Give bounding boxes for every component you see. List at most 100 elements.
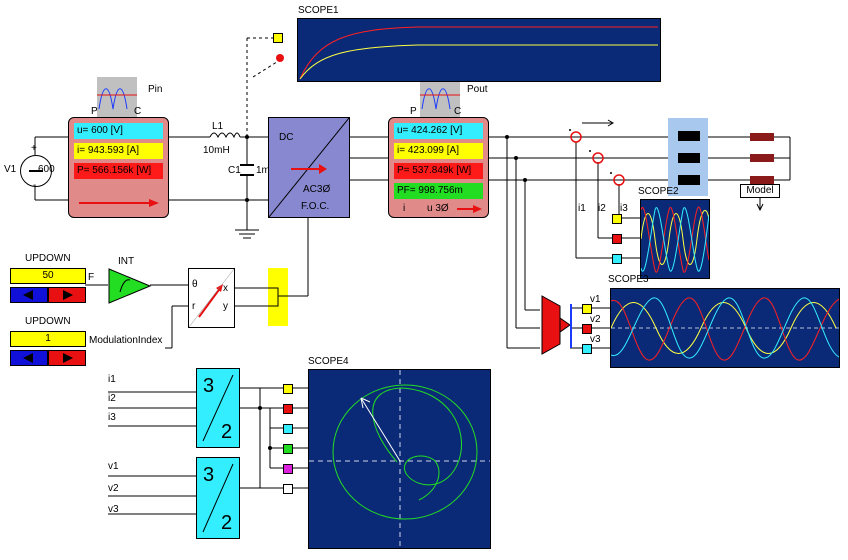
scope4-display[interactable] <box>308 369 491 549</box>
source-name: V1 <box>4 164 17 175</box>
scope3-display[interactable] <box>610 288 840 368</box>
pin-label: Pin <box>148 84 163 95</box>
inverter-block[interactable]: DC AC3Ø F.O.C. <box>268 117 350 218</box>
resistor-1 <box>750 133 774 141</box>
scope3-v1-label: v1 <box>590 294 601 305</box>
pout-footer-i: i <box>403 203 406 214</box>
arrow-left-icon <box>23 353 33 363</box>
updown2-output: ModulationIndex <box>89 335 163 346</box>
updown1-decrease-button[interactable] <box>10 287 48 303</box>
pout-voltage: u= 424.262 [V] <box>394 123 483 139</box>
inverter-foc: F.O.C. <box>301 201 330 212</box>
updown1-increase-button[interactable] <box>48 287 86 303</box>
probe-label-i2: i2 <box>598 203 606 214</box>
inductor-coil <box>209 132 241 139</box>
scope2-probe-i1[interactable] <box>612 214 622 224</box>
voltage-transform-block[interactable]: 3 2 <box>196 457 240 539</box>
scope3-probe-v3[interactable] <box>582 344 592 354</box>
transform-in-v2: v2 <box>108 483 119 494</box>
scope4-probe-4[interactable] <box>283 444 293 454</box>
current-transform-num: 3 <box>203 375 215 397</box>
scope2-probe-i2[interactable] <box>612 234 622 244</box>
signal-mux[interactable] <box>268 268 288 326</box>
voltage-transform-den: 2 <box>221 512 233 534</box>
resistor-3 <box>750 176 774 184</box>
updown2-decrease-button[interactable] <box>10 350 48 366</box>
scope4-title: SCOPE4 <box>308 356 349 367</box>
scope1-display[interactable] <box>297 18 661 82</box>
source-plus: + <box>31 143 37 154</box>
inverter-ac: AC3Ø <box>303 184 331 195</box>
voltage-source[interactable] <box>20 155 52 187</box>
pout-pf: PF= 998.756m <box>394 183 483 199</box>
pout-footer-u: u 3Ø <box>427 203 449 214</box>
pin-current: i= 943.593 [A] <box>74 143 163 159</box>
source-minus: - <box>33 180 37 191</box>
pout-p-small: P <box>410 106 417 117</box>
pout-c-small: C <box>454 106 462 117</box>
scope1-probe[interactable] <box>273 33 283 43</box>
polar-theta: θ <box>192 279 198 290</box>
pout-scope-icon[interactable] <box>420 77 460 117</box>
pout-power: P= 537.849k [W] <box>394 163 483 179</box>
scope4-probe-2[interactable] <box>283 404 293 414</box>
inductor-name: L1 <box>212 121 224 132</box>
scope1-title: SCOPE1 <box>298 5 339 16</box>
scope3-title: SCOPE3 <box>608 274 649 285</box>
transform-in-v3: v3 <box>108 504 119 515</box>
transform-in-i3: i3 <box>108 412 116 423</box>
model-button[interactable]: Model <box>740 184 780 198</box>
load-block[interactable] <box>668 118 708 196</box>
capacitor-value: 1mF <box>256 165 276 176</box>
inverter-dc: DC <box>279 132 294 143</box>
transform-in-i2: i2 <box>108 393 116 404</box>
pout-label: Pout <box>467 84 488 95</box>
pin-p-small: P <box>91 106 98 117</box>
updown1-title: UPDOWN <box>25 253 71 264</box>
polar-x: x <box>223 283 228 294</box>
scope2-probe-i3[interactable] <box>612 254 622 264</box>
scope4-probe-6[interactable] <box>283 484 293 494</box>
measurement-dot <box>276 54 284 62</box>
integrator-label: INT <box>118 256 135 267</box>
arrow-right-icon <box>63 290 73 300</box>
polar-converter[interactable]: θ r x y <box>188 268 235 328</box>
pin-voltage: u= 600 [V] <box>74 123 163 139</box>
pin-meter[interactable]: u= 600 [V] i= 943.593 [A] P= 566.156k [W… <box>68 117 169 218</box>
current-transform-den: 2 <box>221 421 233 443</box>
polar-y: y <box>223 301 228 312</box>
voltage-meter-icon[interactable] <box>538 294 574 356</box>
pout-arrow-icon <box>457 205 482 213</box>
capacitor-name: C1 <box>228 165 241 176</box>
updown1-output: F <box>88 272 95 283</box>
transform-in-i1: i1 <box>108 374 116 385</box>
scope2-title: SCOPE2 <box>638 186 679 197</box>
scope3-probe-v2[interactable] <box>582 324 592 334</box>
probe-label-i1: i1 <box>578 203 586 214</box>
scope4-probe-3[interactable] <box>283 424 293 434</box>
pin-power: P= 566.156k [W] <box>74 163 163 179</box>
transform-in-v1: v1 <box>108 461 119 472</box>
source-value: 600 <box>38 164 55 175</box>
resistor-2 <box>750 154 774 162</box>
scope2-display[interactable] <box>640 199 710 279</box>
updown2-increase-button[interactable] <box>48 350 86 366</box>
scope4-probe-1[interactable] <box>283 384 293 394</box>
pin-c-small: C <box>134 106 142 117</box>
scope3-v2-label: v2 <box>590 314 601 325</box>
updown2-value[interactable]: 1 <box>10 331 86 347</box>
voltage-transform-num: 3 <box>203 464 215 486</box>
probe-label-i3: i3 <box>620 203 628 214</box>
scope3-v3-label: v3 <box>590 334 601 345</box>
integrator-block[interactable] <box>108 268 152 304</box>
pin-scope-icon[interactable] <box>97 77 137 117</box>
current-transform-block[interactable]: 3 2 <box>196 368 240 448</box>
updown2-title: UPDOWN <box>25 316 71 327</box>
pout-meter[interactable]: u= 424.262 [V] i= 423.099 [A] P= 537.849… <box>388 117 489 218</box>
pin-arrow-icon <box>79 199 159 207</box>
scope3-probe-v1[interactable] <box>582 304 592 314</box>
scope4-probe-5[interactable] <box>283 464 293 474</box>
updown1-value[interactable]: 50 <box>10 268 86 284</box>
arrow-left-icon <box>23 290 33 300</box>
